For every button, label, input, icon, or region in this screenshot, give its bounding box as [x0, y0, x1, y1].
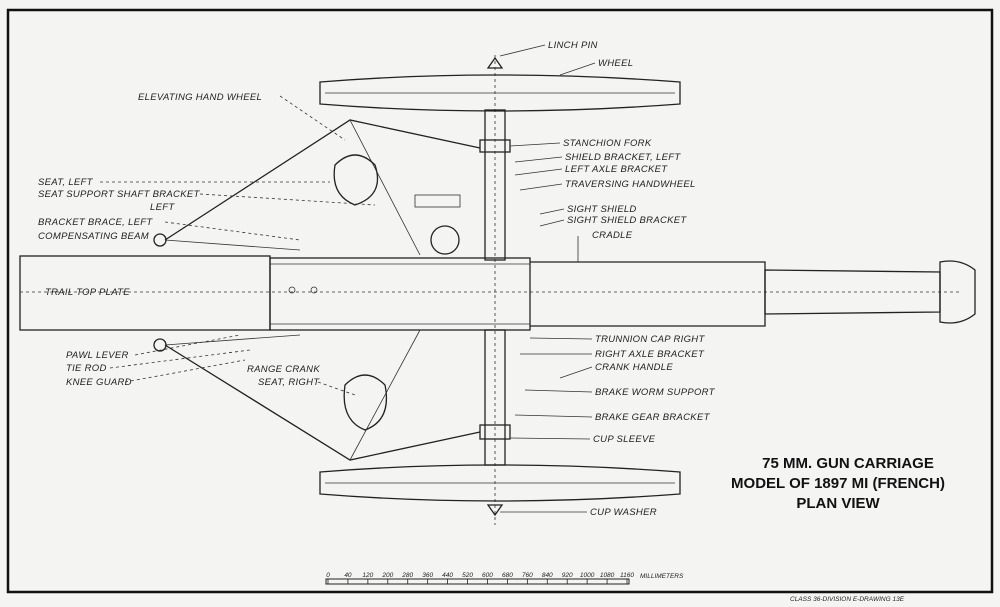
label-brake-gear-bracket: BRAKE GEAR BRACKET [595, 412, 711, 423]
cradle [269, 257, 766, 331]
seat-brackets [153, 119, 481, 461]
label-brake-worm-support: BRAKE WORM SUPPORT [595, 387, 716, 398]
label-wheel: WHEEL [598, 58, 633, 69]
label-tie-rod: TIE ROD [66, 363, 107, 374]
wheel-left [319, 56, 681, 112]
scale-tick-label: 40 [344, 572, 352, 579]
label-seat-left: SEAT, LEFT [38, 177, 94, 188]
scale-tick-label: 600 [482, 572, 493, 579]
title-line2: MODEL OF 1897 MI (FRENCH) [731, 475, 945, 492]
scale-tick-label: 920 [562, 572, 573, 579]
scale-tick-label: 1000 [580, 572, 595, 579]
label-shield-bracket-left: SHIELD BRACKET, LEFT [565, 152, 681, 163]
label-right-axle-bracket: RIGHT AXLE BRACKET [595, 349, 705, 360]
scale-tick-label: 280 [401, 572, 413, 579]
label-pawl-lever: PAWL LEVER [66, 350, 129, 361]
right-labels: LINCH PIN WHEEL STANCHION FORK SHIELD BR… [499, 40, 716, 518]
scale-bar: MILLIMETERS 0 40 120 200 280 360 440 520 600 680 7… [325, 572, 684, 585]
label-traversing-handwheel: TRAVERSING HANDWHEEL [565, 179, 696, 190]
drawing-title: 75 MM. GUN CARRIAGE MODEL OF 1897 MI (FR… [731, 455, 945, 512]
label-cradle: CRADLE [592, 230, 633, 241]
label-trunnion-cap-right: TRUNNION CAP RIGHT [595, 334, 705, 345]
label-sight-shield: SIGHT SHIELD [567, 204, 637, 215]
drawing-footer: CLASS 36-DIVISION E-DRAWING 13E [790, 596, 905, 603]
scale-tick-label: 520 [462, 572, 473, 579]
left-labels: ELEVATING HAND WHEEL SEAT, LEFT SEAT SUP… [38, 92, 376, 396]
trail [19, 255, 960, 331]
label-seat-support-shaft-bracket: SEAT SUPPORT SHAFT BRACKET [38, 189, 200, 200]
label-sight-shield-bracket: SIGHT SHIELD BRACKET [567, 215, 687, 226]
scale-tick-label: 760 [522, 572, 533, 579]
scale-tick-label: 0 [326, 572, 330, 579]
scale-tick-label: 840 [542, 572, 553, 579]
label-linch-pin: LINCH PIN [548, 40, 598, 51]
label-stanchion-fork: STANCHION FORK [563, 138, 652, 149]
axle [479, 55, 511, 525]
label-cup-sleeve: CUP SLEEVE [593, 434, 656, 445]
label-bracket-brace-left: BRACKET BRACE, LEFT [38, 217, 153, 228]
scale-tick-label: 120 [362, 572, 373, 579]
label-trail-top-plate: TRAIL TOP PLATE [45, 287, 130, 298]
scale-tick-label: 1160 [620, 572, 634, 579]
label-elevating-hand-wheel: ELEVATING HAND WHEEL [138, 92, 262, 103]
label-seat-right: SEAT, RIGHT [258, 377, 320, 388]
title-line1: 75 MM. GUN CARRIAGE [762, 455, 934, 472]
scale-tick-label: 360 [422, 572, 433, 579]
label-cup-washer: CUP WASHER [590, 507, 657, 518]
scale-tick-label: 1080 [600, 572, 615, 579]
title-line3: PLAN VIEW [796, 495, 880, 512]
scale-tick-label: 680 [502, 572, 513, 579]
label-crank-handle: CRANK HANDLE [595, 362, 673, 373]
label-compensating-beam: COMPENSATING BEAM [38, 231, 149, 242]
label-left-axle-bracket: LEFT AXLE BRACKET [565, 164, 668, 175]
label-knee-guard: KNEE GUARD [66, 377, 132, 388]
scale-tick-label: 440 [442, 572, 453, 579]
label-range-crank: RANGE CRANK [247, 364, 320, 375]
scale-unit: MILLIMETERS [640, 573, 684, 580]
drawing-frame [6, 8, 994, 594]
gun-barrel [764, 260, 976, 324]
label-seat-support-left: LEFT [150, 202, 175, 213]
wheel-right [319, 464, 681, 517]
scale-tick-label: 200 [381, 572, 393, 579]
